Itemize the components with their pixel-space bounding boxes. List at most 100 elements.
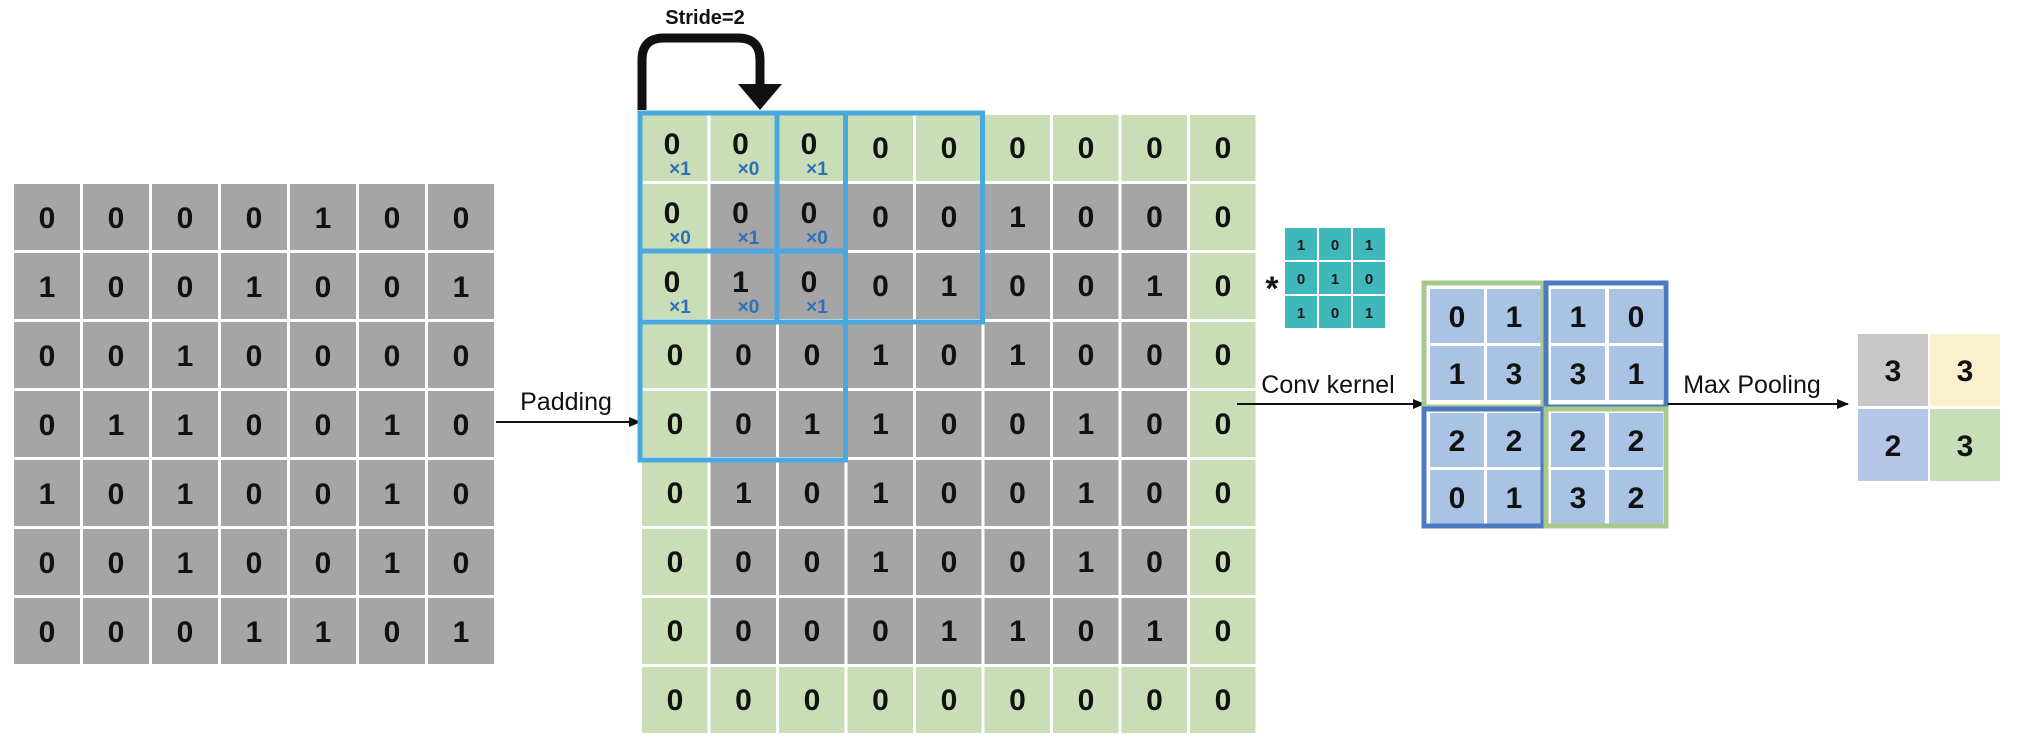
padding-cell — [642, 460, 708, 526]
padded-cell-value: 1 — [1146, 615, 1163, 648]
padded-cell-value: 0 — [1215, 477, 1232, 510]
padding-cell — [1190, 253, 1256, 319]
feature-cell-value: 1 — [1506, 301, 1523, 334]
input-cell-value: 1 — [453, 271, 470, 304]
padded-cell-value: 0 — [872, 270, 889, 303]
input-cell-value: 0 — [39, 409, 56, 442]
padded-cell-value: 0 — [1009, 477, 1026, 510]
input-cell — [428, 598, 494, 664]
input-cell — [83, 391, 149, 457]
input-cell — [83, 598, 149, 664]
padded-cell-value: 0 — [1009, 132, 1026, 165]
padded-input-cell — [1053, 253, 1119, 319]
feature-cell-value: 2 — [1449, 425, 1466, 458]
padded-cell-value: 0 — [1215, 270, 1232, 303]
padded-cell-value: 0 — [1215, 615, 1232, 648]
feature-cell — [1551, 289, 1605, 343]
feature-cell-value: 3 — [1506, 358, 1523, 391]
pooled-cell-value: 2 — [1885, 430, 1902, 463]
padded-cell-value: 0 — [804, 684, 821, 717]
input-cell-value: 0 — [246, 547, 263, 580]
padded-input-cell — [984, 391, 1050, 457]
padded-input-cell — [779, 184, 845, 250]
padded-cell-value: 0 — [941, 408, 958, 441]
padded-input-cell — [916, 322, 982, 388]
kernel-weight-label: ×1 — [738, 228, 760, 249]
padded-cell-value: 0 — [667, 339, 684, 372]
kernel-cell — [1353, 228, 1385, 260]
input-cell-value: 1 — [177, 409, 194, 442]
padded-input-cell — [1121, 322, 1187, 388]
padded-input-cell — [1121, 598, 1187, 664]
input-cell-value: 0 — [315, 340, 332, 373]
kernel-cell-value: 1 — [1331, 271, 1339, 288]
input-cell-value: 1 — [177, 478, 194, 511]
input-cell-value: 1 — [246, 616, 263, 649]
max-pooling-label: Max Pooling — [1683, 371, 1821, 399]
input-cell-value: 0 — [108, 478, 125, 511]
padded-input-cell — [1053, 598, 1119, 664]
input-cell — [152, 322, 218, 388]
feature-cell — [1551, 470, 1605, 524]
kernel-cell-value: 1 — [1297, 305, 1305, 322]
padding-cell — [710, 667, 776, 733]
padded-cell-value: 1 — [1009, 201, 1026, 234]
padding-cell — [916, 667, 982, 733]
padded-cell-value: 0 — [1146, 201, 1163, 234]
pooled-cell — [1858, 334, 1928, 406]
convolution-symbol: * — [1265, 270, 1279, 308]
input-cell — [152, 460, 218, 526]
input-cell-value: 0 — [315, 409, 332, 442]
input-cell — [290, 598, 356, 664]
input-cell — [221, 391, 287, 457]
padded-cell-value: 0 — [872, 201, 889, 234]
input-cell-value: 0 — [39, 340, 56, 373]
kernel-weight-label: ×1 — [806, 159, 828, 180]
padded-cell-value: 0 — [1215, 684, 1232, 717]
input-cell-value: 0 — [315, 271, 332, 304]
input-cell-value: 0 — [177, 271, 194, 304]
padding-cell — [1053, 667, 1119, 733]
input-cell-value: 0 — [453, 478, 470, 511]
padded-cell-value: 0 — [667, 684, 684, 717]
input-cell — [152, 184, 218, 250]
padding-cell — [1190, 184, 1256, 250]
padded-input-cell — [710, 253, 776, 319]
padded-input-cell — [847, 460, 913, 526]
input-cell — [428, 253, 494, 319]
padded-input-cell — [847, 529, 913, 595]
input-cell-value: 0 — [177, 202, 194, 235]
input-cell-value: 0 — [246, 478, 263, 511]
kernel-cell — [1319, 296, 1351, 328]
padded-input-cell — [984, 253, 1050, 319]
padded-cell-value: 1 — [1078, 408, 1095, 441]
kernel-cell-value: 0 — [1331, 237, 1339, 254]
kernel-cell-value: 1 — [1365, 237, 1373, 254]
input-cell — [221, 253, 287, 319]
padded-cell-value: 0 — [804, 339, 821, 372]
input-cell — [359, 322, 425, 388]
input-cell-value: 0 — [453, 202, 470, 235]
input-cell-value: 1 — [384, 478, 401, 511]
padded-cell-value: 0 — [801, 197, 818, 230]
padding-cell — [710, 115, 776, 181]
feature-cell — [1430, 346, 1484, 400]
padded-input-cell — [847, 322, 913, 388]
padding-cell — [779, 115, 845, 181]
padded-cell-value: 0 — [1146, 684, 1163, 717]
padded-cell-value: 1 — [872, 546, 889, 579]
input-cell — [359, 391, 425, 457]
input-cell — [14, 598, 80, 664]
padding-cell — [1190, 322, 1256, 388]
padded-input-cell — [779, 598, 845, 664]
padded-cell-value: 0 — [735, 408, 752, 441]
padded-input-cell — [1121, 184, 1187, 250]
padded-cell-value: 0 — [1009, 270, 1026, 303]
padded-cell-value: 0 — [1146, 477, 1163, 510]
padded-cell-value: 1 — [1078, 546, 1095, 579]
input-cell-value: 0 — [108, 616, 125, 649]
input-cell — [14, 253, 80, 319]
input-cell — [14, 184, 80, 250]
padded-input-cell — [1121, 460, 1187, 526]
